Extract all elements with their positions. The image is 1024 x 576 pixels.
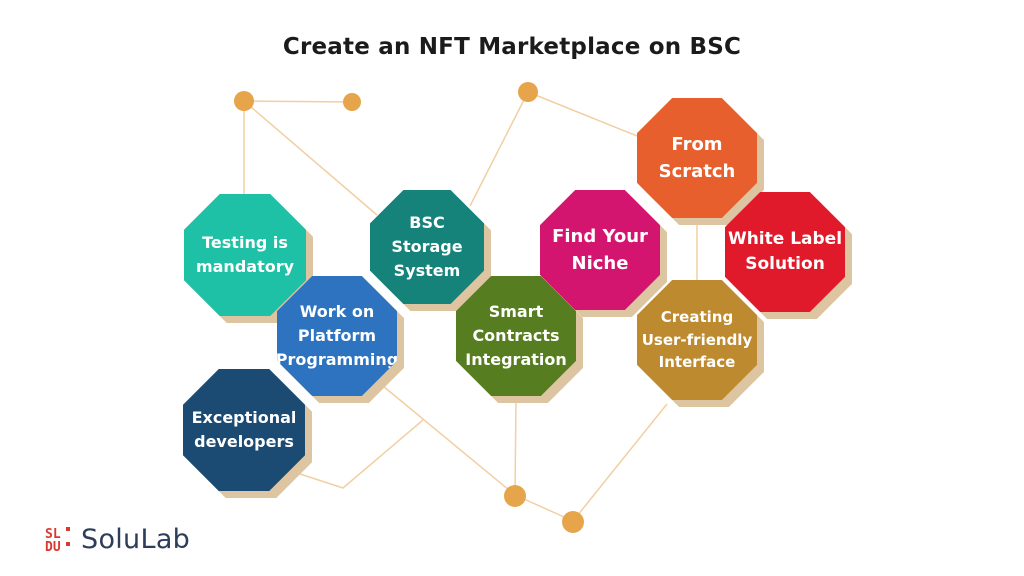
connector-dot [343,93,361,111]
node-label-line: System [393,261,461,280]
node-label-line: Find Your [552,226,648,247]
connector-line [469,91,529,207]
node-label-line: Scratch [658,161,736,182]
connector-line [572,403,668,522]
connector-line [243,100,378,216]
connector-dot [234,91,254,111]
node-label-line: Work on [299,302,375,321]
connector-line [527,91,638,137]
connector-dot [562,511,584,533]
svg-text:DU: DU [45,540,61,555]
connector-line [296,419,424,489]
page-title: Create an NFT Marketplace on BSC [282,34,742,60]
connector-dot [518,82,538,102]
node-label-line: White Label [727,228,843,249]
solulab-logo-icon: SL DU [45,526,70,555]
node-label-line: Integration [465,350,567,369]
node-label-line: Solution [745,254,825,274]
connector-line [382,385,516,496]
solulab-logo: SL DU SoluLab [44,524,190,555]
connector-line [243,100,353,103]
connector-dot [504,485,526,507]
solulab-logo-text: SoluLab [81,524,191,555]
node-label-line: Programming [275,350,399,369]
node-label-line: BSC [409,213,445,232]
node-label-line: From [671,134,723,155]
node-label-line: Platform [297,326,377,345]
connector-line [514,396,517,496]
node-label-line: User-friendly [641,330,753,349]
node-label-line: Creating [660,308,734,327]
node-label-line: Exceptional [191,408,297,427]
node-label-line: Contracts [472,326,560,345]
node-exceptional-developers: Exceptional developers [183,369,305,491]
node-label-line: Interface [658,353,736,372]
node-label-line: developers [194,432,294,451]
node-label-line: mandatory [195,257,295,276]
svg-text:SL: SL [45,527,61,542]
node-testing-is-mandatory: Testing is mandatory [184,194,306,316]
node-label-line: Storage [391,237,463,256]
node-label-line: Niche [571,253,629,274]
node-label-line: Smart [488,302,544,321]
node-label-line: Testing is [202,233,288,252]
